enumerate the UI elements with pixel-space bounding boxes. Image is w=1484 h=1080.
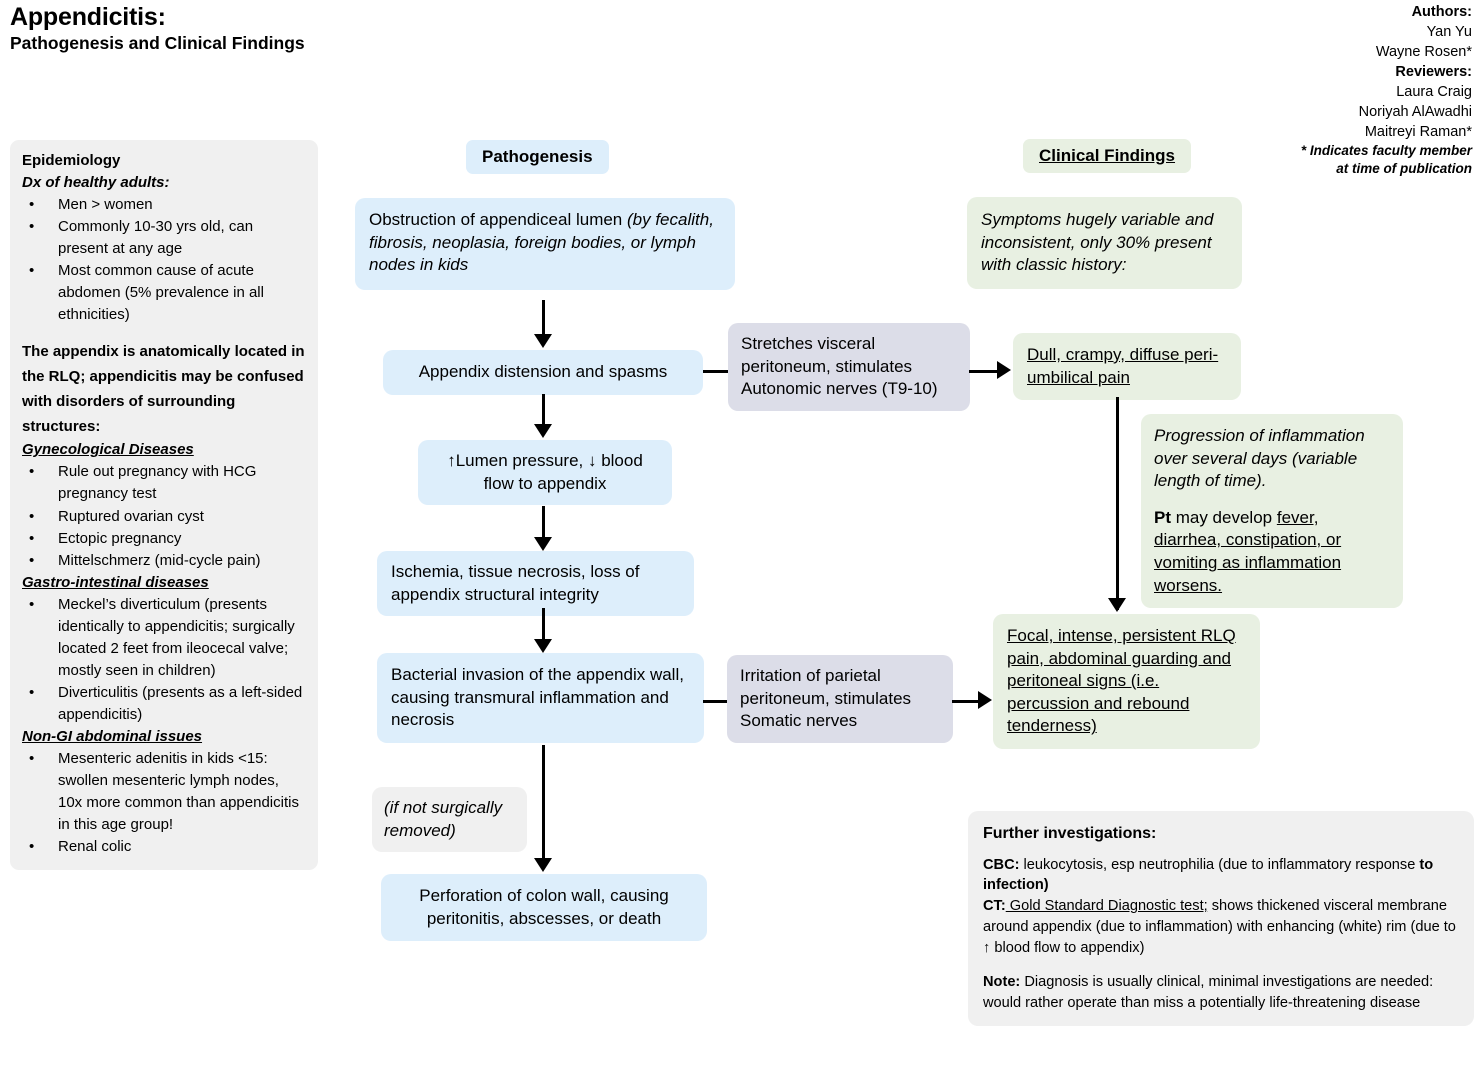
non-gi-list: Mesenteric adenitis in kids <15: swollen… — [22, 748, 306, 858]
gynecological-list: Rule out pregnancy with HCG pregnancy te… — [22, 461, 306, 571]
arrow-head-bacterial-perforation — [534, 858, 552, 872]
connector-line-visceral-dullpain — [969, 370, 999, 373]
node-lumen-pressure: ↑Lumen pressure, ↓ blood flow to appendi… — [418, 440, 672, 506]
list-item: Mittelschmerz (mid-cycle pain) — [22, 550, 306, 572]
list-item: Mesenteric adenitis in kids <15: swollen… — [22, 748, 306, 836]
faculty-footnote-line1: * Indicates faculty member — [1300, 143, 1472, 158]
list-item: Rule out pregnancy with HCG pregnancy te… — [22, 461, 306, 505]
node-dull-crampy-pain: Dull, crampy, diffuse peri-umbilical pai… — [1013, 333, 1241, 401]
obstruction-italic-text: (by fecalith, fibrosis, neoplasia, forei… — [369, 210, 714, 275]
gynecological-diseases-heading: Gynecological Diseases — [22, 441, 194, 459]
progression-italic-text: Progression of inflammation over several… — [1154, 426, 1365, 491]
note-label: Note: — [983, 974, 1021, 991]
node-parietal-peritoneum: Irritation of parietal peritoneum, stimu… — [727, 655, 953, 743]
gastrointestinal-diseases-heading: Gastro-intestinal diseases — [22, 573, 209, 591]
arrow-head-distension-pressure — [534, 424, 552, 438]
node-progression-of-inflammation: Progression of inflammation over several… — [1141, 414, 1403, 609]
authors-label: Authors: — [1411, 4, 1472, 20]
cbc-label: CBC: — [983, 856, 1020, 873]
node-obstruction: Obstruction of appendiceal lumen (by fec… — [355, 198, 735, 290]
node-appendix-distension: Appendix distension and spasms — [383, 350, 703, 395]
epidemiology-heading: Epidemiology — [22, 152, 121, 169]
main-title: Appendicitis: — [10, 3, 166, 31]
list-item: Ruptured ovarian cyst — [22, 506, 306, 528]
ct-label: CT: — [983, 898, 1006, 915]
list-item: Most common cause of acute abdomen (5% p… — [22, 260, 306, 326]
list-item: Diverticulitis (presents as a left-sided… — [22, 682, 306, 726]
connector-line-bacterial-parietal — [703, 700, 729, 703]
node-bacterial-invasion: Bacterial invasion of the appendix wall,… — [377, 653, 704, 743]
note-text: Diagnosis is usually clinical, minimal i… — [983, 974, 1434, 1012]
arrow-head-visceral-dullpain — [997, 361, 1011, 379]
connector-line-parietal-focal — [952, 700, 980, 703]
progression-plain-text: may develop — [1171, 507, 1277, 527]
progression-second-paragraph: Pt may develop fever, diarrhea, constipa… — [1154, 507, 1390, 597]
arrow-head-dullpain-focal — [1108, 598, 1126, 612]
arrow-line-pressure-ischemia — [542, 506, 545, 539]
spacer — [983, 958, 1459, 972]
arrow-line-bacterial-perforation — [542, 745, 545, 863]
note-line: Note: Diagnosis is usually clinical, min… — [983, 972, 1459, 1013]
progression-underlined-text: fever, diarrhea, constipation, or vomiti… — [1154, 507, 1342, 595]
dx-list: Men > women Commonly 10-30 yrs old, can … — [22, 194, 306, 326]
dull-pain-text: Dull, crampy, diffuse peri-umbilical pai… — [1027, 345, 1219, 387]
credits-block: Authors: Yan Yu Wayne Rosen* Reviewers: … — [1142, 2, 1472, 177]
reviewers-label: Reviewers: — [1395, 64, 1472, 80]
epidemiology-panel: Epidemiology Dx of healthy adults: Men >… — [10, 140, 318, 871]
node-ischemia: Ischemia, tissue necrosis, loss of appen… — [377, 551, 694, 617]
list-item: Commonly 10-30 yrs old, can present at a… — [22, 216, 306, 260]
reviewer-name: Noriyah AlAwadhi — [1358, 104, 1472, 120]
subtitle: Pathogenesis and Clinical Findings — [10, 33, 305, 54]
reviewer-name: Maitreyi Raman* — [1364, 124, 1472, 140]
arrow-head-pressure-ischemia — [534, 537, 552, 551]
reviewer-name: Laura Craig — [1396, 84, 1472, 100]
cbc-line: CBC: leukocytosis, esp neutrophilia (due… — [983, 855, 1459, 896]
panel-further-investigations: Further investigations: CBC: leukocytosi… — [968, 811, 1474, 1026]
appendix-location-paragraph: The appendix is anatomically located in … — [22, 343, 305, 435]
node-symptoms-intro: Symptoms hugely variable and inconsisten… — [967, 197, 1242, 289]
node-if-not-surgically-removed: (if not surgically removed) — [372, 787, 527, 853]
arrow-head-ischemia-bacterial — [534, 639, 552, 653]
connector-line-distension-visceral — [703, 370, 730, 373]
list-item: Renal colic — [22, 836, 306, 858]
arrow-line-distension-pressure — [542, 394, 545, 426]
focal-pain-text: Focal, intense, persistent RLQ pain, abd… — [1007, 626, 1236, 736]
obstruction-plain-text: Obstruction of appendiceal lumen — [369, 210, 623, 229]
column-header-clinical-findings: Clinical Findings — [1023, 139, 1192, 173]
ct-text: shows thickened visceral membrane around… — [983, 898, 1456, 956]
list-item: Meckel’s diverticulum (presents identica… — [22, 594, 306, 682]
author-name: Yan Yu — [1426, 24, 1472, 40]
arrow-head-parietal-focal — [978, 691, 992, 709]
ct-underlined-text: Gold Standard Diagnostic test; — [1005, 898, 1208, 915]
cbc-text: leukocytosis, esp neutrophilia (due to i… — [1019, 856, 1420, 873]
author-name: Wayne Rosen* — [1375, 44, 1472, 60]
ct-line: CT: Gold Standard Diagnostic test; shows… — [983, 896, 1459, 958]
list-item: Ectopic pregnancy — [22, 528, 306, 550]
arrow-head-obstruction-distension — [534, 334, 552, 348]
faculty-footnote-line2: at time of publication — [1336, 160, 1472, 176]
progression-bold-prefix: Pt — [1154, 507, 1171, 527]
further-investigations-title: Further investigations: — [983, 825, 1157, 842]
cbc-bold-tail: to infection) — [983, 856, 1434, 894]
arrow-line-ischemia-bacterial — [542, 608, 545, 640]
dx-heading: Dx of healthy adults: — [22, 174, 170, 192]
gastrointestinal-list: Meckel’s diverticulum (presents identica… — [22, 594, 306, 726]
list-item: Men > women — [22, 194, 306, 216]
arrow-line-obstruction-distension — [542, 300, 545, 338]
page-title: Appendicitis: Pathogenesis and Clinical … — [10, 3, 630, 54]
non-gi-issues-heading: Non-GI abdominal issues — [22, 727, 203, 745]
node-focal-rlq-pain: Focal, intense, persistent RLQ pain, abd… — [993, 614, 1260, 750]
arrow-line-dullpain-focal — [1116, 397, 1119, 610]
node-perforation: Perforation of colon wall, causing perit… — [381, 874, 707, 942]
spacer — [1154, 493, 1390, 507]
node-visceral-peritoneum: Stretches visceral peritoneum, stimulate… — [728, 323, 970, 411]
column-header-pathogenesis: Pathogenesis — [466, 140, 609, 174]
